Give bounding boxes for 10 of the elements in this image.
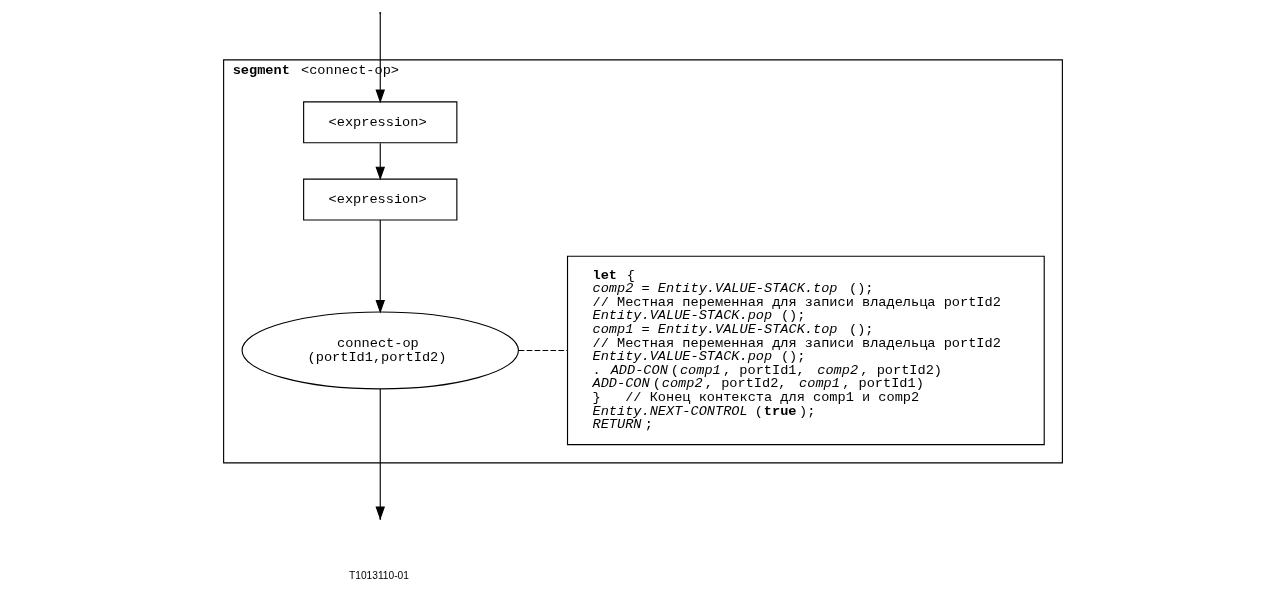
node-box: <expression> <box>303 101 458 144</box>
node-box: <expression> <box>303 178 458 221</box>
arrow <box>375 388 385 521</box>
label: T1013110-01 <box>349 569 409 581</box>
node-ellipse: connect-op (portId1,portId2) <box>241 311 519 390</box>
arrow <box>375 142 385 181</box>
node-box: let { comp2 = Entity.VALUE-STACK.top(); // Местная переменная для записи владельца portId2 Entity.VALUE-STACK.pop(); comp1 = Entity.VALUE-STACK.top(); // Местная переменная для записи владельца portId2 Entity.VALUE-STACK.pop(); . ADD-CON(comp1, portId1, comp2, portId2) ADD-CON(comp2, portId2, comp1, portId1) } // Конец контекста для comp1 и comp2 Entity.NEXT-CONTROL(true); RETURN; <box>566 255 1045 446</box>
connector <box>518 349 569 352</box>
arrow <box>375 219 385 314</box>
arrow <box>375 12 385 104</box>
